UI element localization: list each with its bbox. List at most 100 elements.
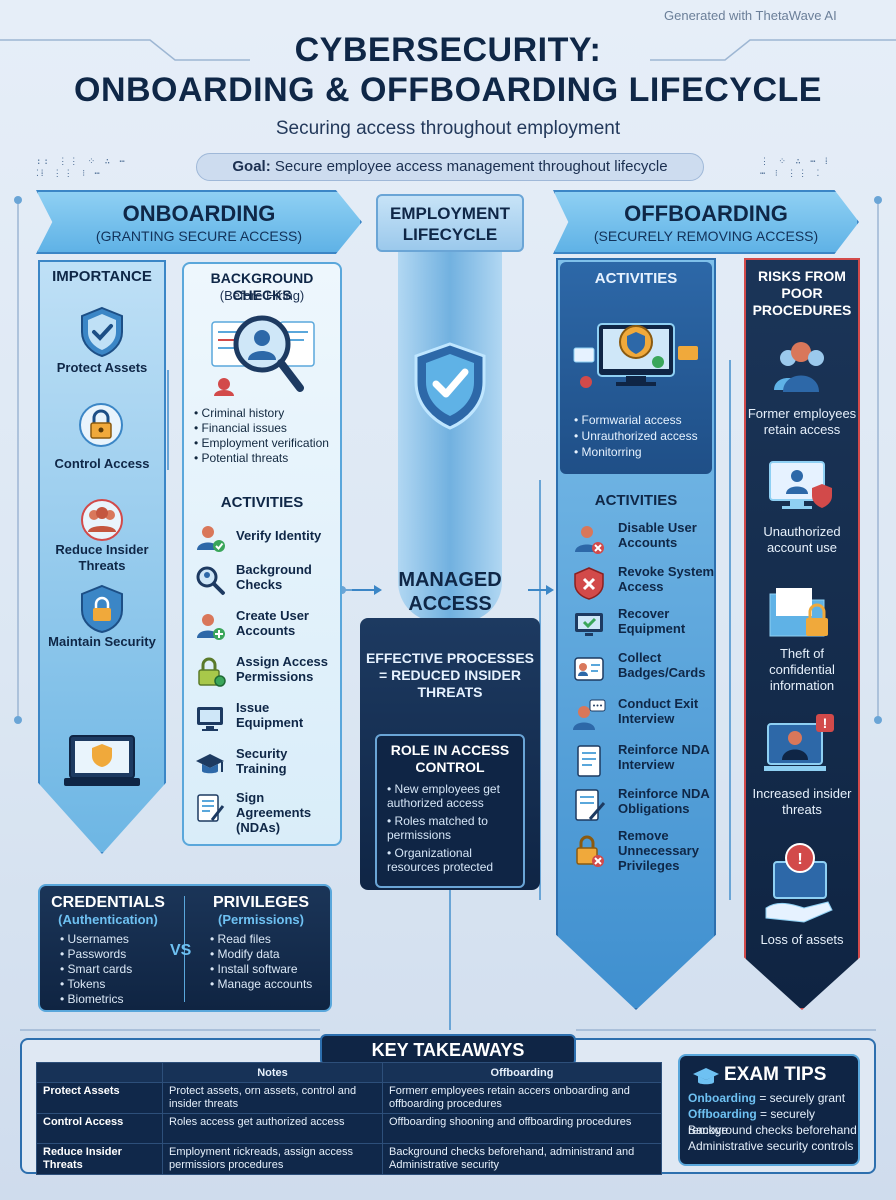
off-activity-disable-user-accounts: Disable User Accounts [572, 520, 716, 564]
risk-former-employees: Former employees retain access [747, 406, 857, 437]
off-activity-label: Collect Badges/Cards [618, 650, 706, 680]
exam-tip-text: = securely grant [759, 1091, 846, 1105]
importance-item-reduce-insider-threats: Reduce Insider Threats [55, 542, 149, 573]
off-activity-reinforce-nda-obligations: Reinforce NDA Obligations [572, 786, 716, 830]
padlock-icon [79, 403, 123, 447]
table-cell: Formerr employees retain accers onboardi… [382, 1082, 662, 1114]
svg-text:!: ! [797, 851, 802, 868]
off-activity-label: Remove Unnecessary Privileges [618, 828, 699, 873]
loss-of-assets-icon: ! [765, 843, 833, 923]
key-takeaways-table: Notes Offboarding Protect Assets Protect… [36, 1062, 662, 1175]
role-heading: ROLE IN ACCESS CONTROL [390, 742, 510, 775]
document-icon [577, 745, 601, 777]
activity-sign-agreements: Sign Agreements (NDAs) [194, 790, 340, 835]
role-bullets: New employees get authorized access Role… [377, 776, 523, 874]
activity-verify-identity: Verify Identity [194, 520, 340, 560]
bullet-item: Biometrics [60, 992, 180, 1007]
bullet-item: Roles matched to permissions [387, 814, 517, 842]
activity-label: Background Checks [236, 562, 312, 592]
importance-column: IMPORTANCE Protect Assets Control Access… [38, 260, 166, 854]
privileges-heading: PRIVILEGES [212, 894, 310, 911]
off-activity-reinforce-nda-interview: Reinforce NDA Interview [572, 742, 716, 786]
offboarding-top-activities: ACTIVITIES Formwarial access Unrauthoriz… [560, 262, 712, 474]
shield-lock-icon [81, 584, 123, 634]
search-icon [196, 566, 225, 595]
off-activity-label: Reinforce NDA Obligations [618, 786, 710, 816]
table-row: Control Access Roles access get authoriz… [36, 1113, 662, 1144]
table-cell: Offboarding shooning and offboarding pro… [382, 1113, 662, 1144]
exam-tips-heading: EXAM TIPS [724, 1064, 827, 1085]
credentials-list: Usernames Passwords Smart cards Tokens B… [60, 932, 180, 1007]
off-activity-label: Conduct Exit Interview [618, 696, 699, 726]
bullet-item: New employees get authorized access [387, 782, 517, 810]
bullet-item: Potential threats [194, 451, 340, 466]
activity-label: Sign Agreements (NDAs) [236, 790, 312, 835]
bullet-item: Usernames [60, 932, 180, 947]
shield-check-icon [81, 306, 123, 358]
svg-text:!: ! [823, 715, 828, 731]
effective-processes-text: EFFECTIVE PROCESSES = REDUCED INSIDER TH… [365, 650, 535, 700]
former-employees-icon [774, 342, 824, 392]
document-pen-icon [575, 789, 606, 821]
background-checks-subheading: (Before Hiring) [219, 288, 305, 303]
shield-x-icon [574, 567, 604, 600]
table-cell: Employment rickreads, assign access perm… [162, 1143, 383, 1175]
table-cell: Protect Assets [36, 1082, 163, 1114]
users-icon [81, 499, 123, 541]
magnifier-person-icon [211, 315, 315, 396]
title-line-2: ONBOARDING & OFFBOARDING LIFECYCLE [74, 71, 822, 109]
activity-label: Assign Access Permissions [236, 654, 329, 684]
bullet-item: Manage accounts [210, 977, 330, 992]
folder-lock-icon [769, 588, 828, 637]
onboarding-title: ONBOARDING [122, 201, 276, 226]
unauthorized-monitor-icon [769, 461, 832, 509]
activity-background-checks: Background Checks [194, 562, 340, 602]
employment-lifecycle-box: EMPLOYMENT LIFECYCLE [376, 194, 524, 252]
bullet-item: Modify data [210, 947, 330, 962]
bullet-item: Organizational resources protected [387, 846, 517, 874]
table-cell: Protect assets, orn assets, control and … [162, 1082, 383, 1114]
background-checks-bullets: Criminal history Financial issues Employ… [194, 406, 340, 466]
exam-tip-text: = securely remove [688, 1107, 816, 1137]
importance-item-control-access: Control Access [54, 456, 150, 471]
privileges-sub: (Permissions) [218, 912, 304, 927]
importance-item-protect-assets: Protect Assets [56, 360, 148, 375]
table-row: Reduce Insider Threats Employment rickre… [36, 1143, 662, 1175]
monitor-check-icon [575, 613, 603, 636]
table-cell: Background checks beforehand, administra… [382, 1143, 662, 1175]
table-cell: Reduce Insider Threats [36, 1143, 163, 1175]
watermark: Generated with ThetaWave AI [664, 8, 837, 23]
goal-label: Goal: [232, 158, 271, 175]
exam-tip-term: Onboarding [688, 1091, 756, 1105]
goal-text: Secure employee access management throug… [274, 158, 668, 175]
graduation-cap-icon [693, 1068, 719, 1085]
exam-tip-term: Offboarding [688, 1107, 757, 1121]
risks-heading: RISKS FROM POOR PROCEDURES [752, 268, 852, 318]
table-header-cell: Offboarding [382, 1062, 662, 1083]
exam-tips-box: EXAM TIPS Onboarding = securely grant Of… [678, 1054, 860, 1166]
graduation-cap-icon [196, 754, 224, 774]
table-header-cell [36, 1062, 163, 1083]
importance-heading: IMPORTANCE [52, 268, 152, 285]
bullet-item: Passwords [60, 947, 180, 962]
activity-issue-equipment: Issue Equipment [194, 700, 340, 740]
glyph-strip-right: ⋮ ⁘ ∴ ⋯ ⁞⋯ ⁝ ⋮⋮ ⁚ [760, 157, 830, 179]
monitor-icon [197, 707, 223, 731]
onboarding-subtitle: (GRANTING SECURE ACCESS) [95, 228, 303, 244]
table-row: Protect Assets Protect assets, orn asset… [36, 1082, 662, 1114]
off-activity-label: Reinforce NDA Interview [618, 742, 710, 772]
person-check-icon [197, 526, 225, 552]
off-activity-conduct-exit-interview: Conduct Exit Interview [572, 696, 716, 740]
off-activity-recover-equipment: Recover Equipment [572, 606, 716, 650]
interview-chat-icon [573, 699, 606, 730]
role-in-access-control-box: ROLE IN ACCESS CONTROL New employees get… [375, 734, 525, 888]
risk-loss-of-assets: Loss of assets [760, 932, 844, 947]
bullet-item: Smart cards [60, 962, 180, 977]
exam-tip-offboarding: Offboarding = securely remove [688, 1106, 858, 1138]
risk-unauthorized-use: Unauthorized account use [763, 524, 841, 555]
onboarding-activities-heading: ACTIVITIES [220, 494, 304, 511]
privileges-list: Read files Modify data Install software … [210, 932, 330, 992]
glyph-strip-left: :: ⋮⋮ ⁘ ∴ ⋯⁚⁞ ⋮⋮ ⁝ ⋯ [36, 157, 127, 179]
table-header-row: Notes Offboarding [36, 1062, 662, 1083]
insider-threat-icon: ! [764, 714, 834, 771]
